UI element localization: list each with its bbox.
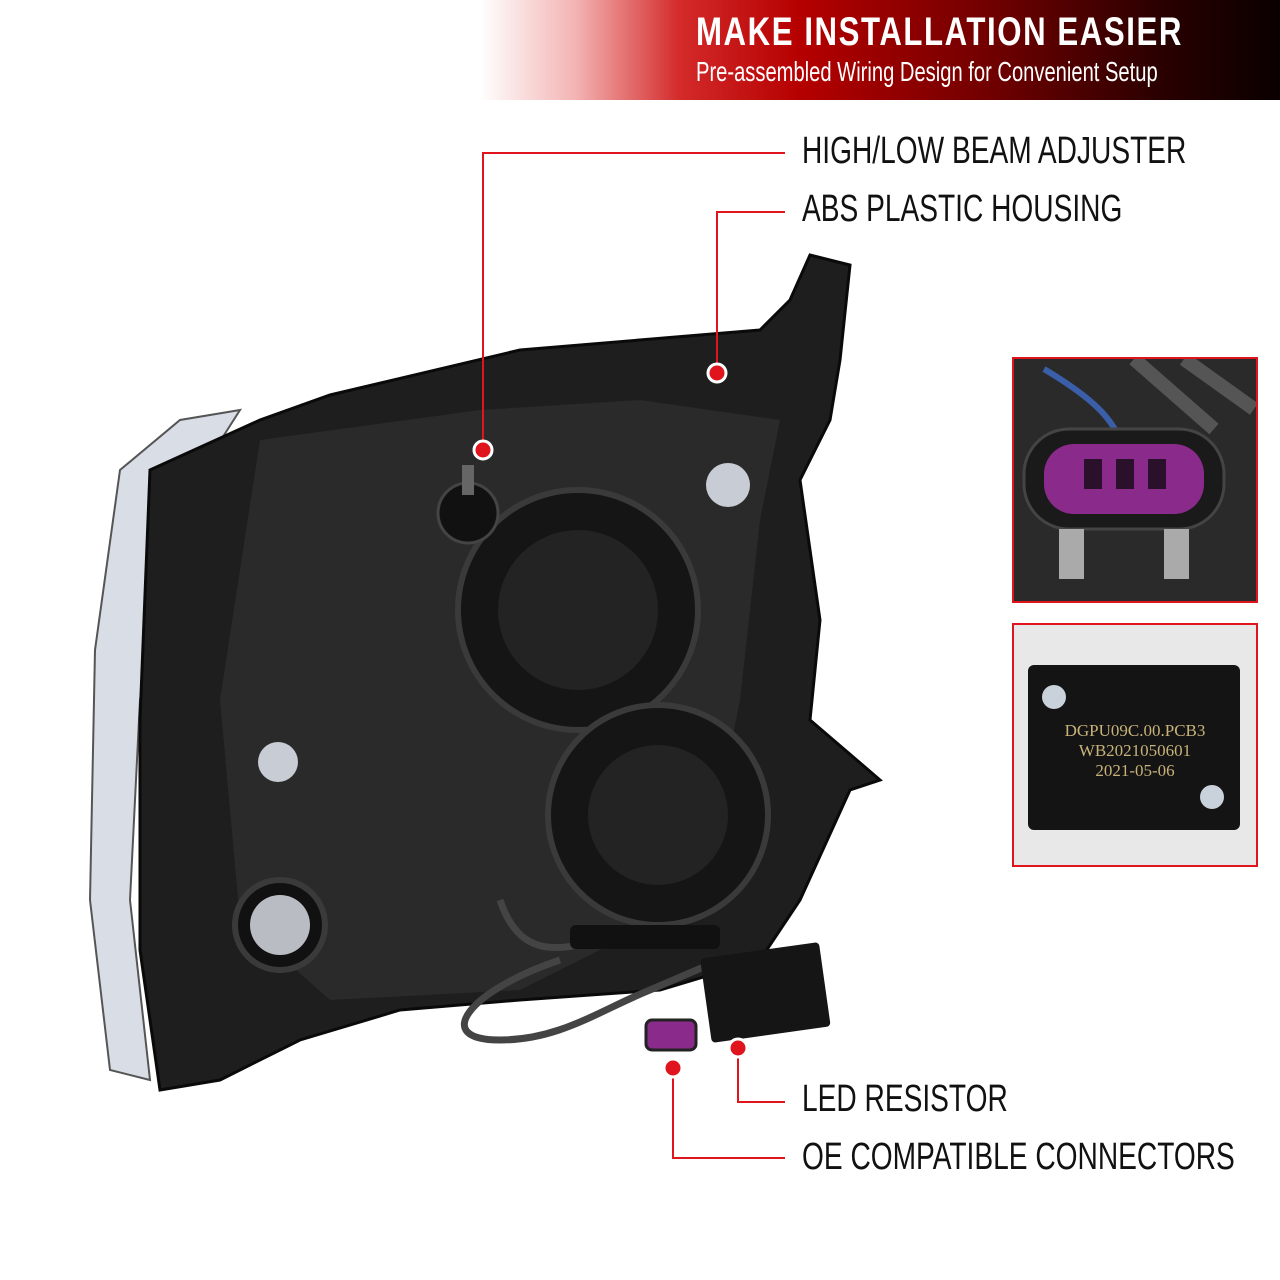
callout-label-connectors: OE COMPATIBLE CONNECTORS — [802, 1136, 1280, 1179]
low-beam-cap-center — [588, 745, 728, 885]
resistor-batch: WB2021050601 — [1078, 741, 1192, 760]
connector-closeup — [1012, 357, 1258, 603]
callout-dot — [662, 1057, 684, 1079]
callout-text: HIGH/LOW BEAM ADJUSTER — [802, 130, 1187, 172]
callout-label-housing: ABS PLASTIC HOUSING — [802, 188, 1235, 231]
callout-text: OE COMPATIBLE CONNECTORS — [802, 1136, 1235, 1178]
vent-plug — [706, 463, 750, 507]
callout-line-housing — [716, 211, 785, 373]
banner-subtitle-text: Pre-assembled Wiring Design for Convenie… — [696, 56, 1158, 87]
resistor-print: DGPU09C.00.PCB3 WB2021050601 2021-05-06 — [1040, 721, 1230, 781]
banner-title-text: MAKE INSTALLATION EASIER — [696, 10, 1183, 54]
callout-dot — [706, 362, 728, 384]
led-resistor — [700, 942, 831, 1043]
resistor-model: DGPU09C.00.PCB3 — [1064, 721, 1206, 740]
high-beam-cap-center — [498, 530, 658, 690]
callout-dots — [472, 362, 749, 1079]
vent-plug — [258, 742, 298, 782]
banner-title: MAKE INSTALLATION EASIER — [696, 10, 1280, 55]
callout-text: LED RESISTOR — [802, 1078, 1008, 1120]
header-banner — [480, 0, 1280, 100]
callout-line-resistor — [737, 1048, 785, 1103]
callout-text: ABS PLASTIC HOUSING — [802, 188, 1123, 230]
side-marker-opening — [250, 895, 310, 955]
callout-label-resistor: LED RESISTOR — [802, 1078, 1080, 1121]
callout-lines — [482, 152, 785, 1159]
banner-subtitle: Pre-assembled Wiring Design for Convenie… — [696, 56, 1280, 88]
callout-line-connectors — [672, 1068, 785, 1159]
callout-line-adjuster — [482, 152, 785, 450]
adjuster-screw — [462, 465, 474, 495]
oe-connector — [644, 1018, 698, 1052]
callout-dot — [472, 439, 494, 461]
resistor-photo — [1028, 665, 1240, 830]
headlight-lens — [88, 408, 243, 1082]
connector-photo — [1022, 359, 1256, 579]
resistor-date: 2021-05-06 — [1095, 761, 1175, 780]
inline-connector — [570, 925, 720, 949]
callout-label-adjuster: HIGH/LOW BEAM ADJUSTER — [802, 130, 1280, 173]
resistor-closeup: DGPU09C.00.PCB3 WB2021050601 2021-05-06 — [1012, 623, 1258, 867]
callout-dot — [727, 1037, 749, 1059]
resistor-body — [1028, 665, 1240, 830]
